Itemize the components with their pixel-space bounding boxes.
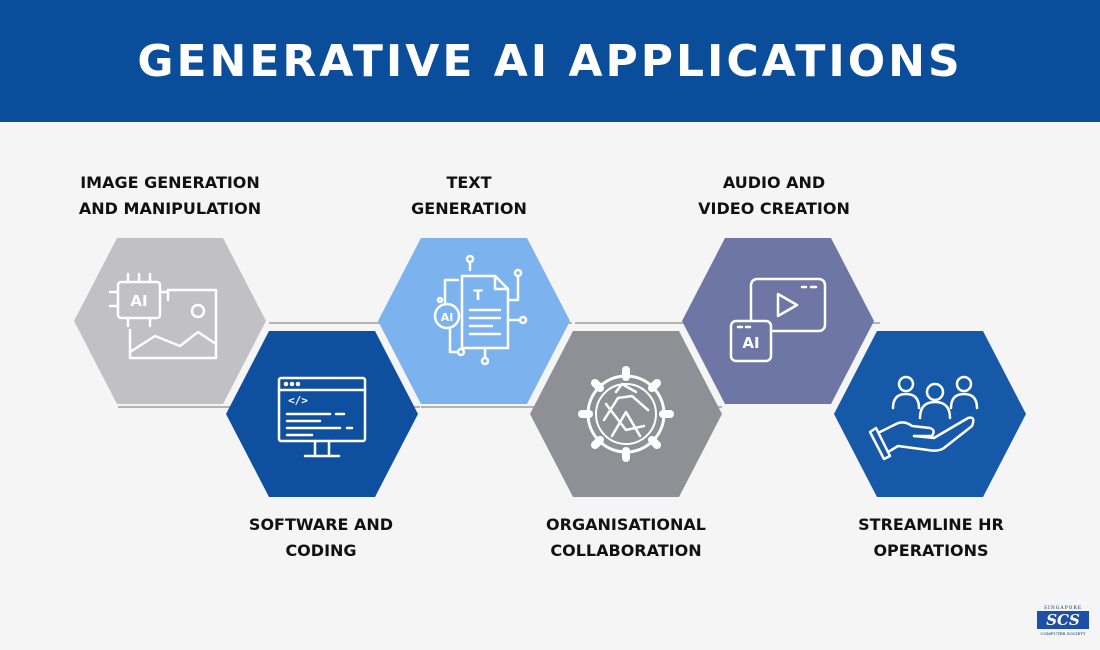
label-line: OPERATIONS (873, 541, 989, 560)
svg-text:</>: </> (288, 394, 308, 407)
page-title: GENERATIVE AI APPLICATIONS (137, 35, 963, 87)
label-line: VIDEO CREATION (698, 199, 850, 218)
label-line: AND MANIPULATION (78, 199, 262, 218)
label-line: GENERATION (411, 199, 527, 218)
label-line: SOFTWARE AND (248, 515, 394, 534)
label-software-coding: SOFTWARE AND CODING (191, 512, 451, 564)
hexagon-text-generation (378, 238, 570, 404)
label-line: STREAMLINE HR (858, 515, 1004, 534)
label-line: IMAGE GENERATION (80, 173, 260, 192)
hands-gear-icon (578, 366, 674, 462)
logo-mark-text: SCS (1046, 611, 1080, 629)
header-banner: GENERATIVE AI APPLICATIONS (0, 0, 1100, 122)
label-streamline-hr: STREAMLINE HR OPERATIONS (801, 512, 1061, 564)
label-line: AUDIO AND (722, 173, 826, 192)
label-line: ORGANISATIONAL (546, 515, 706, 534)
label-organisational-collaboration: ORGANISATIONAL COLLABORATION (496, 512, 756, 564)
hexagon-image-generation (74, 238, 266, 404)
label-line: TEXT (446, 173, 492, 192)
label-line: COLLABORATION (550, 541, 702, 560)
label-line: CODING (285, 541, 357, 560)
svg-text:AI: AI (441, 311, 454, 324)
scs-logo: SINGAPORE SCS COMPUTER SOCIETY (1035, 604, 1091, 636)
label-text-generation: TEXT GENERATION (339, 170, 599, 222)
ai-document-icon: T AI (433, 254, 528, 366)
hexagon-audio-video (682, 238, 874, 404)
label-image-generation: IMAGE GENERATION AND MANIPULATION (40, 170, 300, 222)
logo-top-text: SINGAPORE (1044, 605, 1082, 611)
svg-text:AI: AI (742, 334, 759, 352)
logo-bottom-text: COMPUTER SOCIETY (1040, 631, 1086, 636)
logo-mark-background (1037, 611, 1089, 629)
ai-image-icon: AI (108, 272, 218, 360)
people-hand-icon (868, 375, 979, 461)
svg-text:T: T (473, 288, 483, 304)
code-monitor-icon: </> (277, 376, 367, 458)
svg-text:AI: AI (130, 292, 147, 310)
ai-video-icon: AI (729, 277, 827, 363)
label-audio-video: AUDIO AND VIDEO CREATION (644, 170, 904, 222)
